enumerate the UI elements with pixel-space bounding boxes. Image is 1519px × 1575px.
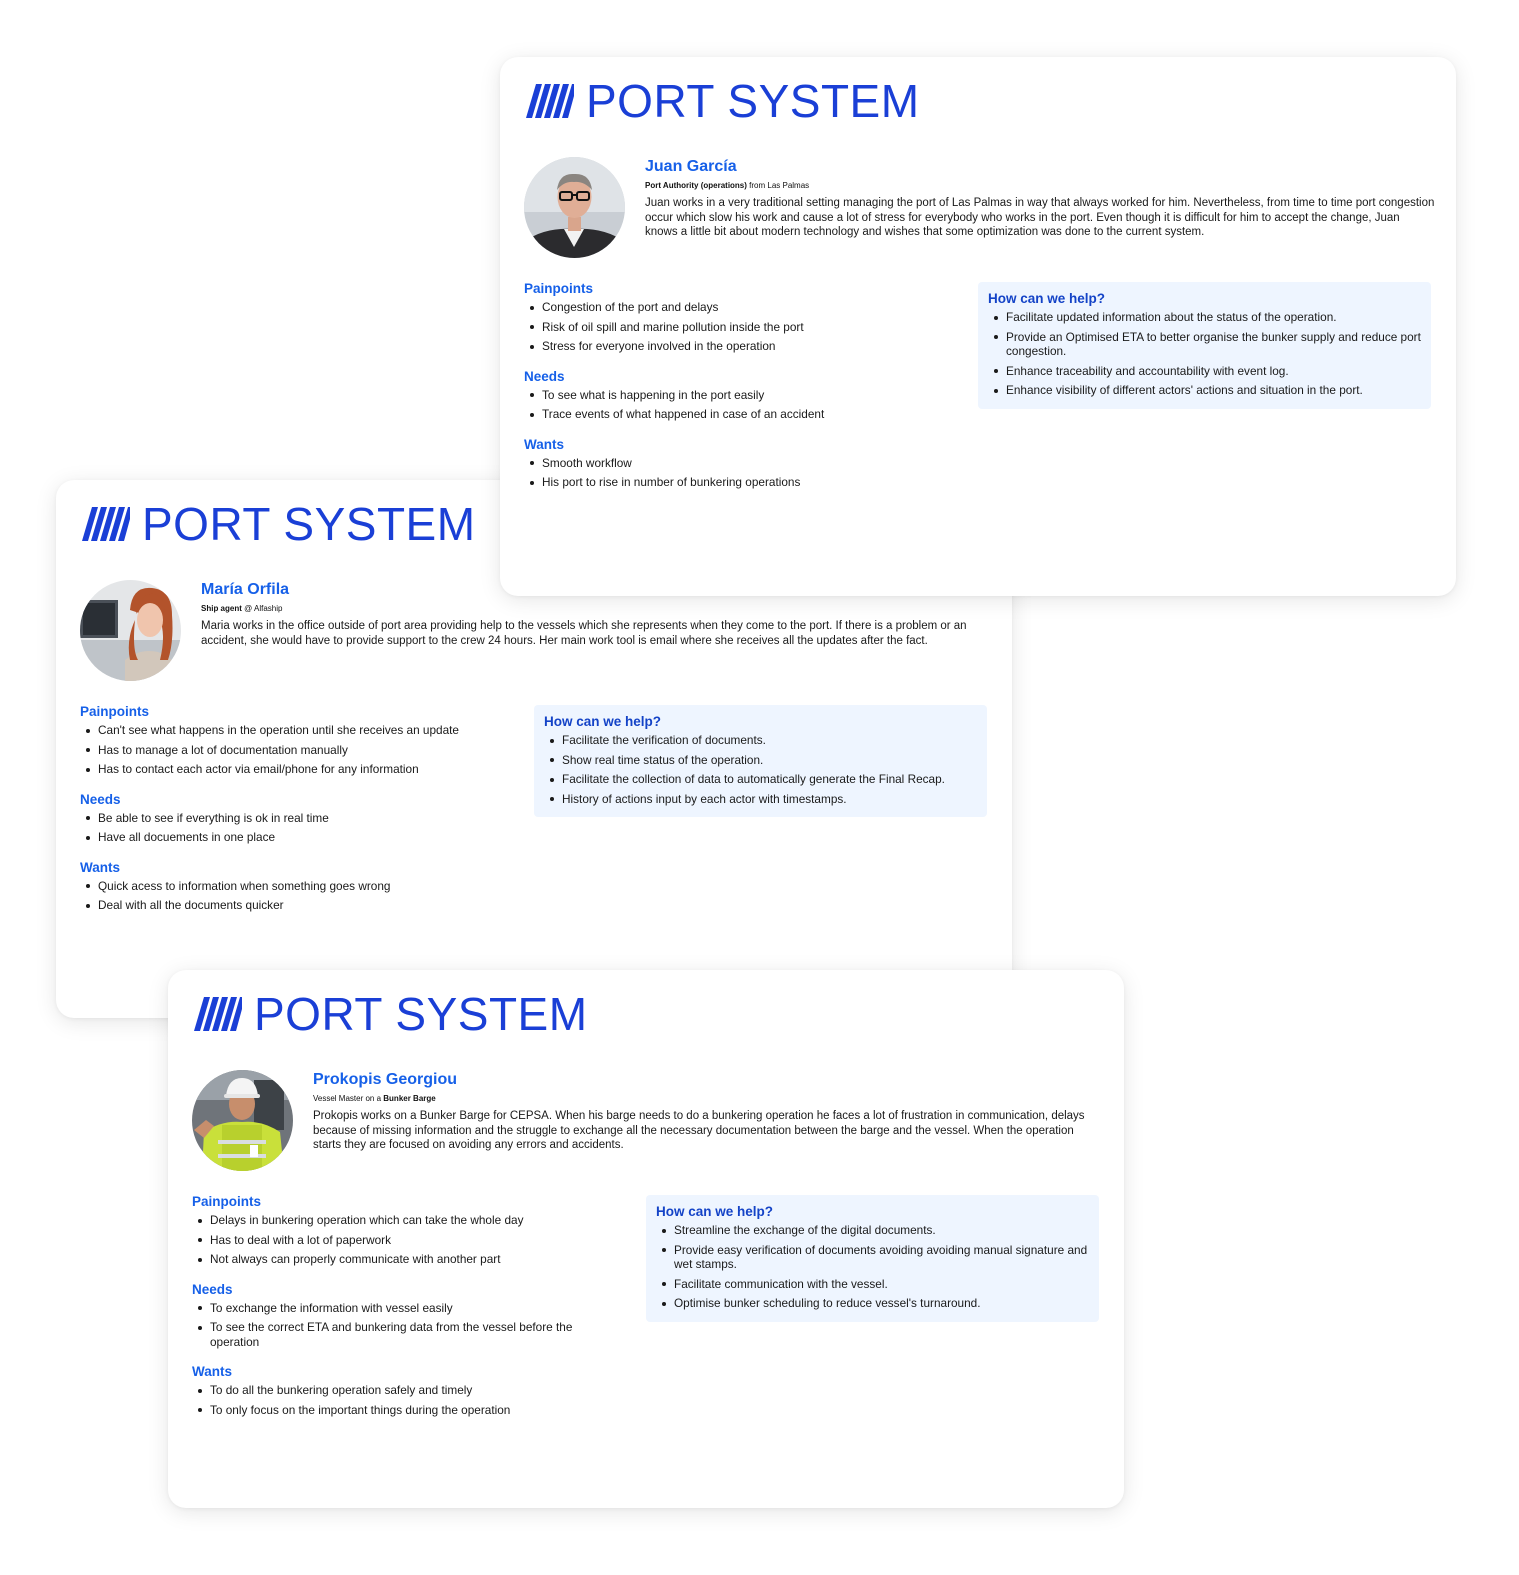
list-item: Facilitate the collection of data to aut… <box>544 772 977 787</box>
avatar <box>192 1070 293 1171</box>
list-item: Facilitate the verification of documents… <box>544 733 977 748</box>
diagonal-stripes-logo-icon <box>526 84 574 118</box>
list-item: Risk of oil spill and marine pollution i… <box>524 320 944 335</box>
brand-name: PORT SYSTEM <box>586 75 920 127</box>
persona-details: Painpoints Can't see what happens in the… <box>80 703 500 927</box>
needs-list: To exchange the information with vessel … <box>192 1301 592 1350</box>
list-item: Facilitate communication with the vessel… <box>656 1277 1089 1292</box>
painpoints-list: Delays in bunkering operation which can … <box>192 1213 612 1267</box>
list-item: Provide an Optimised ETA to better organ… <box>988 330 1421 359</box>
list-item: Quick acess to information when somethin… <box>80 879 500 894</box>
list-item: History of actions input by each actor w… <box>544 792 977 807</box>
wants-title: Wants <box>192 1364 232 1379</box>
how-can-we-help-box: How can we help? Streamline the exchange… <box>646 1195 1099 1322</box>
wants-list: To do all the bunkering operation safely… <box>192 1383 612 1417</box>
list-item: To see the correct ETA and bunkering dat… <box>192 1320 592 1349</box>
wants-list: Smooth workflow His port to rise in numb… <box>524 456 944 490</box>
list-item: Congestion of the port and delays <box>524 300 944 315</box>
painpoints-title: Painpoints <box>524 281 594 296</box>
list-item: Have all docuements in one place <box>80 830 500 845</box>
diagonal-stripes-logo-icon <box>82 507 130 541</box>
list-item: Trace events of what happened in case of… <box>524 407 944 422</box>
port-system-logo: PORT SYSTEM <box>192 988 588 1040</box>
avatar <box>80 580 181 681</box>
list-item: Deal with all the documents quicker <box>80 898 500 913</box>
painpoints-title: Painpoints <box>80 704 150 719</box>
list-item: Has to manage a lot of documentation man… <box>80 743 500 758</box>
list-item: Show real time status of the operation. <box>544 753 977 768</box>
help-title: How can we help? <box>544 714 662 729</box>
persona-intro: Juan García Port Authority (operations) … <box>645 157 1435 240</box>
persona-role: Ship agent @ Alfaship <box>201 604 283 613</box>
persona-role: Port Authority (operations) from Las Pal… <box>645 181 810 190</box>
persona-bio: Juan works in a very traditional setting… <box>645 197 1435 238</box>
persona-bio: Prokopis works on a Bunker Barge for CEP… <box>313 1110 1085 1151</box>
help-list: Streamline the exchange of the digital d… <box>656 1223 1089 1311</box>
persona-role: Vessel Master on a Bunker Barge <box>313 1094 436 1103</box>
list-item: Enhance visibility of different actors' … <box>988 383 1421 398</box>
list-item: His port to rise in number of bunkering … <box>524 475 944 490</box>
list-item: Stress for everyone involved in the oper… <box>524 339 944 354</box>
list-item: Enhance traceability and accountability … <box>988 364 1421 379</box>
list-item: Can't see what happens in the operation … <box>80 723 500 738</box>
persona-name: Prokopis Georgiou <box>313 1071 458 1088</box>
list-item: To do all the bunkering operation safely… <box>192 1383 612 1398</box>
port-system-logo: PORT SYSTEM <box>80 498 476 550</box>
wants-list: Quick acess to information when somethin… <box>80 879 500 913</box>
how-can-we-help-box: How can we help? Facilitate the verifica… <box>534 705 987 817</box>
persona-card-juan: PORT SYSTEM Juan García Port Authority (… <box>500 57 1456 596</box>
list-item: Has to deal with a lot of paperwork <box>192 1233 612 1248</box>
painpoints-title: Painpoints <box>192 1194 262 1209</box>
painpoints-list: Congestion of the port and delays Risk o… <box>524 300 944 354</box>
how-can-we-help-box: How can we help? Facilitate updated info… <box>978 282 1431 409</box>
help-list: Facilitate updated information about the… <box>988 310 1421 398</box>
persona-name: María Orfila <box>201 581 290 598</box>
list-item: Smooth workflow <box>524 456 944 471</box>
diagonal-stripes-logo-icon <box>194 997 242 1031</box>
needs-title: Needs <box>80 791 121 807</box>
wants-title: Wants <box>524 436 564 452</box>
painpoints-list: Can't see what happens in the operation … <box>80 723 500 777</box>
list-item: Optimise bunker scheduling to reduce ves… <box>656 1296 1089 1311</box>
persona-details: Painpoints Delays in bunkering operation… <box>192 1193 612 1431</box>
help-title: How can we help? <box>988 291 1106 306</box>
help-title: How can we help? <box>656 1204 774 1219</box>
port-system-logo: PORT SYSTEM <box>524 75 920 127</box>
persona-name: Juan García <box>645 158 737 175</box>
needs-title: Needs <box>192 1281 233 1297</box>
persona-intro: María Orfila Ship agent @ Alfaship Maria… <box>201 580 991 648</box>
persona-card-prokopis: PORT SYSTEM Prokopis Georgiou Vessel Mas… <box>168 970 1124 1508</box>
list-item: Delays in bunkering operation which can … <box>192 1213 612 1228</box>
list-item: Be able to see if everything is ok in re… <box>80 811 500 826</box>
list-item: To see what is happening in the port eas… <box>524 388 944 403</box>
needs-list: To see what is happening in the port eas… <box>524 388 944 422</box>
persona-details: Painpoints Congestion of the port and de… <box>524 280 944 504</box>
persona-intro: Prokopis Georgiou Vessel Master on a Bun… <box>313 1070 1103 1153</box>
list-item: Streamline the exchange of the digital d… <box>656 1223 1089 1238</box>
list-item: Has to contact each actor via email/phon… <box>80 762 500 777</box>
avatar <box>524 157 625 258</box>
list-item: Not always can properly communicate with… <box>192 1252 612 1267</box>
list-item: To only focus on the important things du… <box>192 1403 612 1418</box>
needs-title: Needs <box>524 368 565 384</box>
brand-name: PORT SYSTEM <box>142 498 476 550</box>
brand-name: PORT SYSTEM <box>254 988 588 1040</box>
list-item: Provide easy verification of documents a… <box>656 1243 1089 1272</box>
needs-list: Be able to see if everything is ok in re… <box>80 811 500 845</box>
list-item: To exchange the information with vessel … <box>192 1301 592 1316</box>
wants-title: Wants <box>80 859 120 875</box>
list-item: Facilitate updated information about the… <box>988 310 1421 325</box>
help-list: Facilitate the verification of documents… <box>544 733 977 806</box>
persona-bio: Maria works in the office outside of por… <box>201 620 967 647</box>
